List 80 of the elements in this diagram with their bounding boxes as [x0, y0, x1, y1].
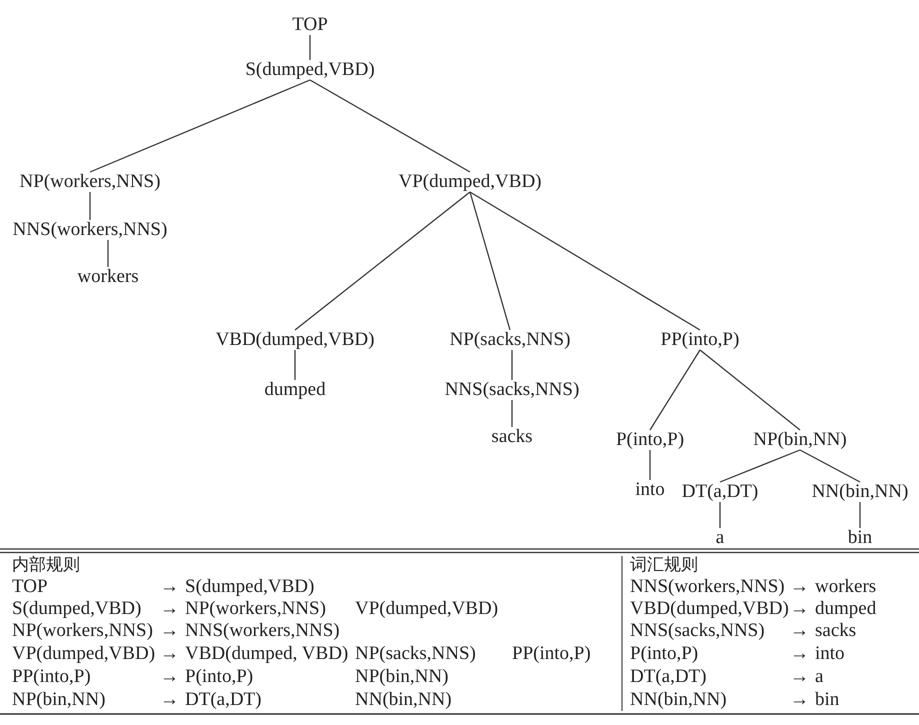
tree-branch	[90, 79, 310, 173]
rule-cell: VBD(dumped,VBD)	[630, 598, 789, 620]
rule-cell: NP(workers,NNS)	[185, 598, 326, 620]
tree-node-label: TOP	[292, 14, 328, 36]
rule-cell: P(into,P)	[630, 643, 698, 665]
rule-cell: NP(workers,NNS)	[12, 620, 153, 642]
rule-cell: →	[160, 643, 179, 665]
rule-cell: NP(bin,NN)	[355, 666, 448, 688]
tree-branch	[470, 191, 700, 331]
rule-cell: NP(bin,NN)	[12, 689, 106, 711]
tree-node-label: workers	[77, 266, 139, 288]
tree-node-label: sacks	[491, 426, 533, 448]
tree-branch	[800, 449, 860, 483]
rule-cell: →	[160, 666, 179, 688]
rule-cell: TOP	[12, 576, 48, 598]
rule-cell: NNS(workers,NNS)	[630, 576, 785, 598]
rule-cell: →	[790, 576, 809, 598]
tree-branch	[107, 240, 109, 267]
rule-cell: →	[790, 666, 809, 688]
tree-node-label: NP(bin,NN)	[753, 429, 847, 451]
rule-cell: →	[790, 643, 809, 665]
rule-cell: VBD(dumped, VBD)	[185, 643, 348, 665]
rule-cell: →	[790, 620, 809, 642]
rule-cell: →	[790, 598, 809, 620]
rule-cell: NNS(workers,NNS)	[185, 620, 340, 642]
tree-branch	[310, 79, 470, 173]
rule-cell: bin	[815, 689, 840, 711]
tree-node-label: VP(dumped,VBD)	[398, 171, 542, 193]
rule-cell: a	[815, 666, 824, 688]
table-heading: 词汇规则	[630, 554, 698, 576]
rule-cell: S(dumped,VBD)	[12, 598, 142, 620]
tree-node-label: NNS(workers,NNS)	[12, 219, 168, 241]
rule-cell: sacks	[815, 620, 856, 642]
tree-node-label: DT(a,DT)	[682, 481, 758, 503]
tree-node-label: VBD(dumped,VBD)	[216, 329, 374, 351]
tree-branch	[294, 192, 470, 330]
rule-cell: workers	[815, 576, 876, 598]
rule-cell: NP(sacks,NNS)	[355, 643, 476, 665]
tree-node-label: NNS(sacks,NNS)	[444, 379, 580, 401]
tree-branch	[469, 192, 511, 330]
tree-branch	[649, 450, 651, 480]
tree-node-label: S(dumped,VBD)	[245, 59, 375, 81]
tree-branch	[720, 449, 800, 483]
rule-cell: P(into,P)	[185, 666, 254, 688]
tree-node-label: a	[716, 527, 724, 549]
tree-branch	[859, 502, 861, 528]
rule-cell: NN(bin,NN)	[630, 689, 727, 711]
rule-cell: PP(into,P)	[12, 666, 91, 688]
rule-cell: →	[790, 689, 809, 711]
rule-cell: into	[815, 643, 845, 665]
tree-branch	[700, 350, 800, 430]
rule-cell: NNS(sacks,NNS)	[630, 620, 765, 642]
rule-cell: →	[160, 620, 179, 642]
tree-node-label: dumped	[264, 379, 326, 401]
rule-cell: DT(a,DT)	[185, 689, 262, 711]
tree-branch	[511, 350, 513, 380]
rule-cell: DT(a,DT)	[630, 666, 706, 688]
tree-node-label: into	[635, 479, 665, 501]
tree-node-label: P(into,P)	[616, 429, 684, 451]
tree-branch	[650, 350, 700, 430]
rule-cell: dumped	[815, 598, 876, 620]
tree-node-label: NP(sacks,NNS)	[450, 329, 570, 351]
tree-node-label: PP(into,P)	[660, 329, 740, 351]
tree-branch	[309, 35, 311, 60]
tree-branch	[294, 350, 296, 380]
rule-cell: →	[160, 576, 179, 598]
rule-cell: →	[160, 598, 179, 620]
rule-cell: PP(into,P)	[512, 643, 591, 665]
tree-node-label: bin	[848, 527, 872, 549]
tree-node-label: NN(bin,NN)	[812, 481, 908, 503]
table-heading: 内部规则	[12, 554, 80, 576]
tree-branch	[89, 192, 91, 220]
rule-cell: S(dumped,VBD)	[185, 576, 314, 598]
tree-branch	[511, 400, 513, 427]
rule-cell: NN(bin,NN)	[355, 689, 452, 711]
tree-node-label: NP(workers,NNS)	[20, 171, 160, 193]
rule-cell: VP(dumped,VBD)	[12, 643, 156, 665]
rule-cell: →	[160, 689, 179, 711]
rule-cell: VP(dumped,VBD)	[355, 598, 498, 620]
tree-branch	[719, 502, 721, 528]
